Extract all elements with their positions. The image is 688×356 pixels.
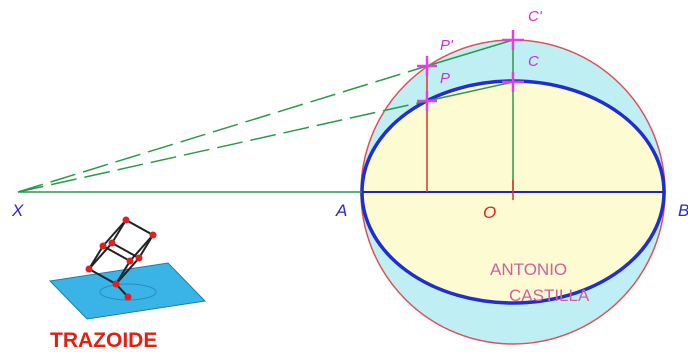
ray-x-to-p-prime: [17, 65, 428, 193]
marker-p: [417, 91, 437, 111]
marker-c: [502, 72, 524, 92]
label-o: O: [483, 203, 496, 222]
watermark-line-2: CASTILLA: [509, 286, 590, 305]
label-c: C: [528, 53, 539, 70]
label-x: X: [11, 201, 24, 220]
segment-p-c: [426, 81, 514, 102]
label-p-prime: P': [440, 37, 454, 54]
segment-p-prime-c-prime: [426, 39, 514, 67]
trazoide-logo: TRAZOIDE: [48, 216, 207, 352]
label-c-prime: C': [528, 8, 543, 25]
logo-text: TRAZOIDE: [50, 329, 157, 352]
marker-p-prime: [417, 56, 437, 76]
marker-c-prime: [502, 30, 524, 50]
label-b: B: [678, 201, 688, 220]
watermark-line-1: ANTONIO: [490, 260, 567, 279]
ray-x-to-p: [17, 100, 428, 193]
label-a: A: [335, 201, 347, 220]
label-p: P: [440, 70, 450, 87]
